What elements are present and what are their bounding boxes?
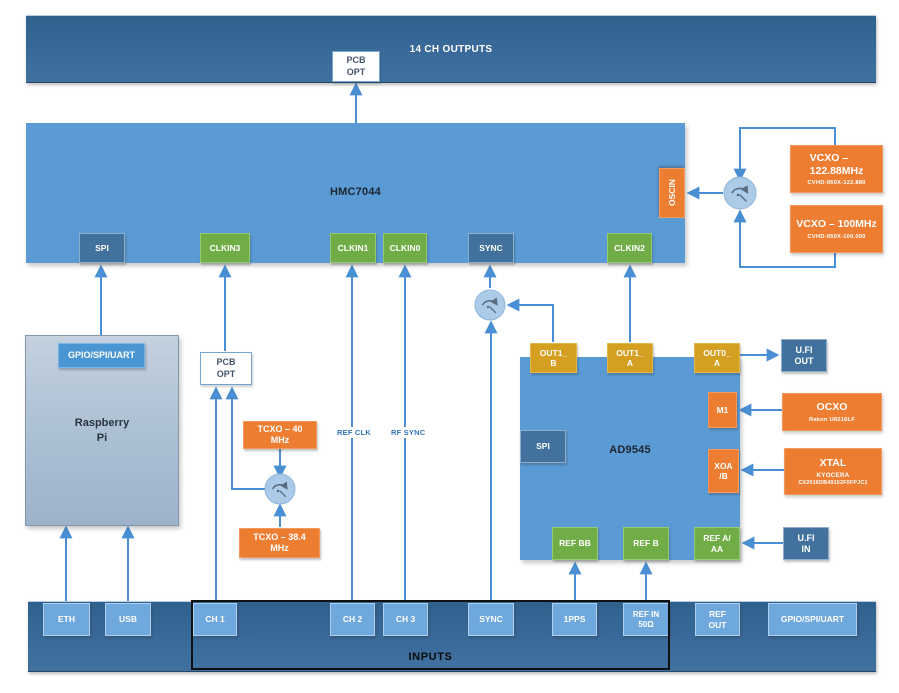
tcxo-mux-switch-icon	[264, 473, 296, 505]
tcxo-40-box: TCXO – 40 MHz	[243, 421, 317, 449]
vcxo-122-box: VCXO – 122.88MHz CVHD-950X-122.880	[790, 145, 883, 193]
ad9545-port-m1: M1	[708, 392, 737, 428]
ad9545-port-xoab: XOA /B	[708, 449, 739, 493]
pcb-opt-top-box: PCB OPT	[332, 51, 380, 82]
input-port-gpio-spi-uart: GPIO/SPI/UART	[768, 603, 857, 636]
oscin-mux-switch-icon	[723, 176, 757, 210]
ocxo-box: OCXO Rakon U8216LF	[782, 393, 882, 431]
outputs-bus: 14 CH OUTPUTS	[26, 15, 876, 83]
ocxo-title: OCXO	[816, 401, 848, 414]
input-port-1pps: 1PPS	[552, 603, 597, 636]
hmc7044-port-clkin0: CLKIN0	[383, 233, 427, 263]
hmc7044-label: HMC7044	[330, 186, 381, 198]
rf-sync-wire-label: RF SYNC	[389, 427, 428, 438]
ad9545-port-out1b: OUT1_ B	[530, 343, 577, 373]
hmc7044-port-clkin3: CLKIN3	[200, 233, 250, 263]
ad9545-port-refaaa: REF A/ AA	[694, 527, 740, 560]
pcb-opt-mid-box: PCB OPT	[200, 352, 252, 385]
ad9545-port-out0a: OUT0_ A	[694, 343, 740, 373]
input-port-ch2: CH 2	[330, 603, 375, 636]
xtal-box: XTAL KYOCERA CX2016DB49152F0FPJC1	[784, 448, 882, 495]
ufl-out-box: U.Fl OUT	[781, 339, 827, 372]
ad9545-label: AD9545	[609, 444, 651, 456]
input-port-usb: USB	[105, 603, 151, 636]
input-port-ch1: CH 1	[193, 603, 237, 636]
ad9545-port-refbb: REF BB	[552, 527, 598, 560]
ufl-in-box: U.Fl IN	[783, 527, 829, 560]
xtal-vendor: KYOCERA	[816, 471, 850, 479]
vcxo-122-part: CVHD-950X-122.880	[807, 180, 866, 187]
hmc7044-port-clkin1: CLKIN1	[330, 233, 376, 263]
input-port-eth: ETH	[43, 603, 90, 636]
input-port-refout: REF OUT	[695, 603, 740, 636]
hmc7044-port-sync: SYNC	[468, 233, 514, 263]
sync-mux-switch-icon	[474, 289, 506, 321]
ad9545-port-out1a: OUT1_ A	[607, 343, 653, 373]
raspberry-pi-label: Raspberry Pi	[74, 417, 130, 444]
vcxo-100-box: VCXO – 100MHz CVHD-950X-100.000	[790, 205, 883, 253]
raspberry-pi-port-gpio-spi-uart: GPIO/SPI/UART	[58, 343, 145, 368]
input-port-ch3: CH 3	[383, 603, 428, 636]
inputs-bus	[28, 601, 876, 672]
vcxo-122-title: VCXO – 122.88MHz	[809, 151, 864, 177]
ad9545-port-spi: SPI	[520, 430, 566, 463]
vcxo-100-part: CVHD-950X-100.000	[807, 233, 866, 240]
xtal-title: XTAL	[819, 457, 847, 470]
input-port-refin-50ohm: REF IN 50Ω	[623, 603, 669, 636]
ref-clk-wire-label: REF CLK	[335, 427, 373, 438]
hmc7044-port-oscin: OSCIN	[659, 168, 685, 218]
hmc7044-port-clkin2: CLKIN2	[607, 233, 652, 263]
ocxo-part: Rakon U8216LF	[808, 416, 856, 423]
hmc7044-port-spi: SPI	[79, 233, 125, 263]
input-port-sync: SYNC	[468, 603, 514, 636]
vcxo-100-title: VCXO – 100MHz	[796, 218, 877, 231]
tcxo-38-box: TCXO – 38.4 MHz	[239, 528, 320, 558]
ad9545-port-refb: REF B	[623, 527, 669, 560]
xtal-part: CX2016DB49152F0FPJC1	[798, 479, 868, 486]
outputs-bus-label: 14 CH OUTPUTS	[409, 43, 493, 55]
